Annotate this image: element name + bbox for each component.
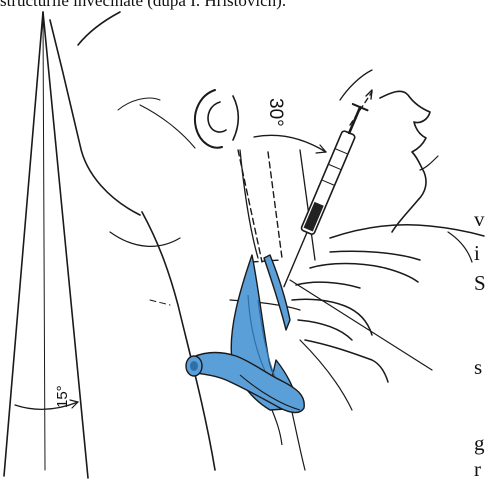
text-fragment-g: g — [474, 432, 485, 454]
text-fragment-s-lower: s — [474, 356, 482, 378]
dashed-trajectory — [238, 150, 282, 262]
angle-triangle — [4, 12, 88, 478]
text-fragment-i: i — [474, 242, 480, 264]
figure-caption-fragment: structurile învecinate (după I. Hristovi… — [0, 0, 496, 11]
text-fragment-r: r — [474, 458, 481, 480]
highlighted-structure — [186, 255, 304, 413]
ear-drawing — [195, 90, 238, 148]
angle-arc-30 — [254, 135, 326, 152]
face-profile — [340, 70, 438, 232]
syringe-drawing — [277, 104, 368, 290]
hand-drawing — [290, 225, 484, 382]
text-fragment-s-upper: S — [474, 272, 486, 294]
angle-label-15: 15° — [54, 385, 71, 408]
text-fragment-v: v — [474, 208, 485, 230]
angle-label-30: 30° — [264, 98, 286, 127]
